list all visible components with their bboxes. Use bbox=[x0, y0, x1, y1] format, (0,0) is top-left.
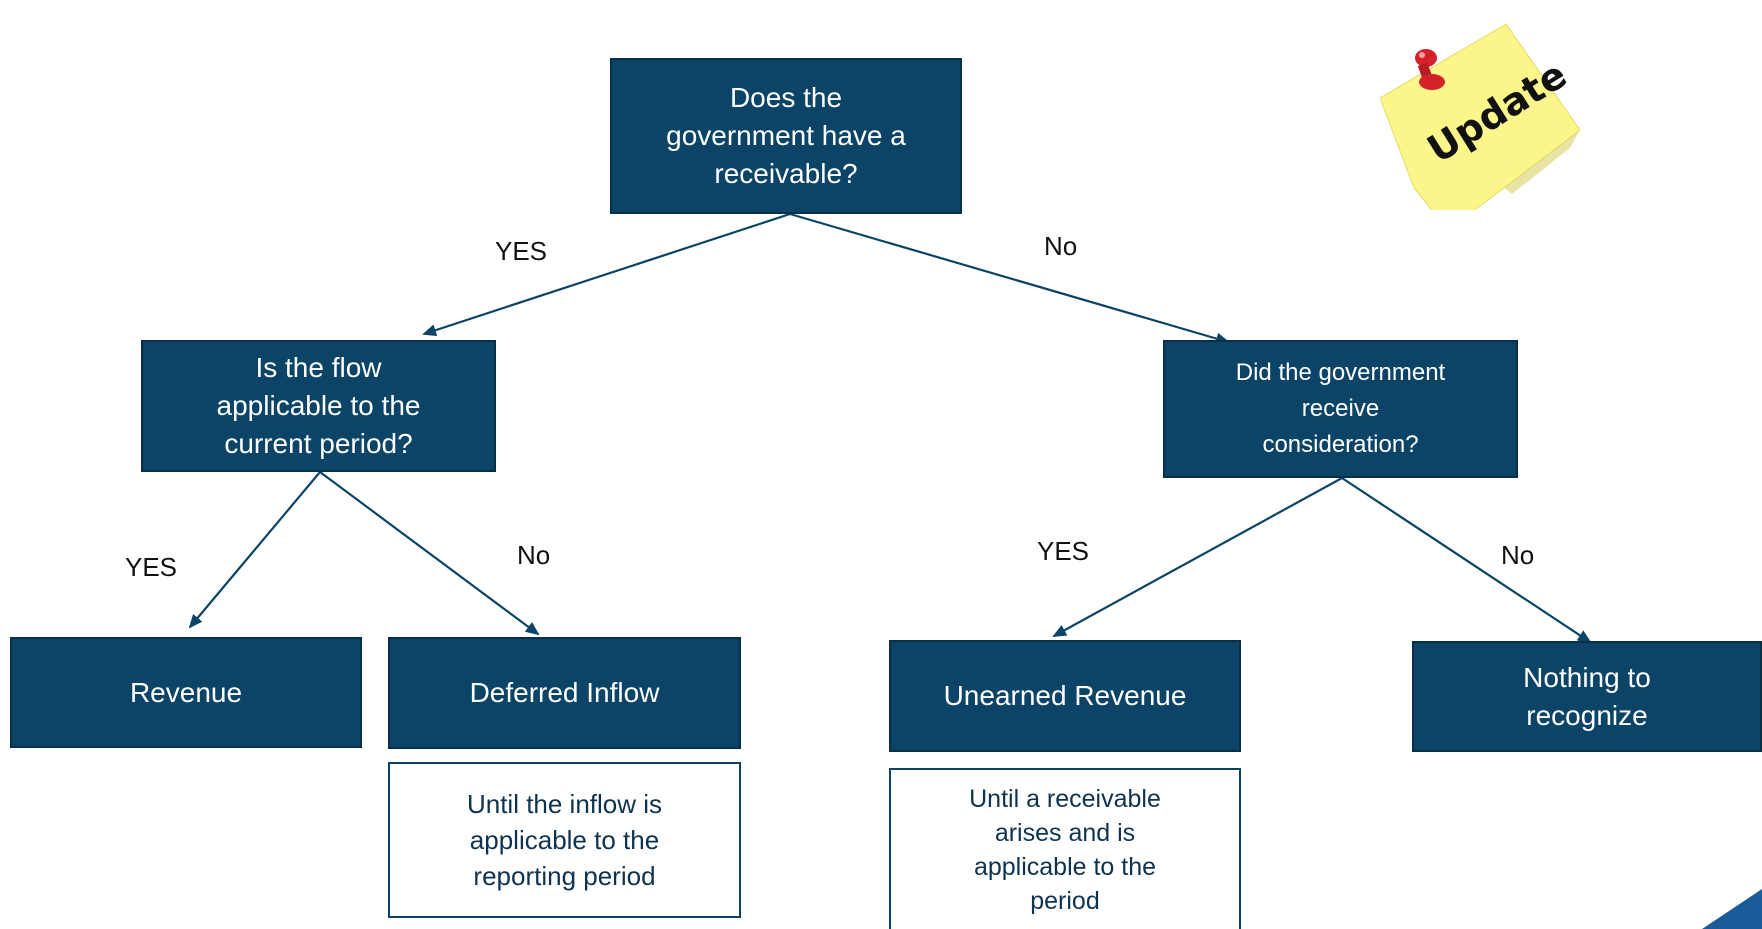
revenue-label: Revenue bbox=[129, 676, 243, 708]
right-question-text: Did the government receive consideration… bbox=[1235, 359, 1446, 458]
connector-left-to-revenue bbox=[188, 471, 321, 629]
deferred-inflow-note-text: Until the inflow is applicable to the re… bbox=[466, 789, 663, 891]
corner-accent-shape bbox=[1702, 889, 1762, 929]
sticky-note-shadow bbox=[1504, 130, 1580, 194]
edge-label-right-yes: YES bbox=[1037, 536, 1090, 566]
edge-label-root-yes: YES bbox=[495, 236, 548, 266]
right-question-box: Did the government receive consideration… bbox=[1163, 340, 1518, 478]
nothing-to-recognize-box: Nothing to recognize bbox=[1412, 641, 1762, 752]
revenue-box: Revenue bbox=[10, 637, 362, 748]
left-question-text: Is the flow applicable to the current pe… bbox=[216, 352, 421, 459]
unearned-revenue-note: Until a receivable arises and is applica… bbox=[889, 768, 1241, 929]
connector-right-to-unearned bbox=[1052, 477, 1343, 637]
root-question-box: Does the government have a receivable? bbox=[610, 58, 962, 214]
deferred-inflow-box: Deferred Inflow bbox=[388, 637, 741, 749]
unearned-revenue-box: Unearned Revenue bbox=[889, 640, 1241, 752]
deferred-inflow-note: Until the inflow is applicable to the re… bbox=[388, 762, 741, 918]
connector-left-to-deferred bbox=[319, 471, 540, 636]
connector-root-to-left bbox=[422, 212, 791, 336]
edge-label-root-no: No bbox=[1044, 231, 1078, 261]
edge-label-left-no: No bbox=[517, 540, 551, 570]
connector-right-to-nothing bbox=[1341, 477, 1592, 644]
left-question-box: Is the flow applicable to the current pe… bbox=[141, 340, 496, 472]
connector-root-to-right bbox=[789, 212, 1230, 345]
unearned-revenue-note-text: Until a receivable arises and is applica… bbox=[969, 784, 1161, 915]
edge-label-right-no: No bbox=[1501, 540, 1535, 570]
pushpin-icon bbox=[1415, 49, 1445, 90]
edge-label-left-yes: YES bbox=[125, 552, 178, 582]
unearned-revenue-label: Unearned Revenue bbox=[943, 680, 1187, 711]
sticky-note bbox=[1380, 23, 1580, 210]
nothing-to-recognize-label: Nothing to recognize bbox=[1523, 661, 1651, 731]
deferred-inflow-label: Deferred Inflow bbox=[469, 677, 660, 708]
root-question-text: Does the government have a receivable? bbox=[666, 82, 906, 189]
